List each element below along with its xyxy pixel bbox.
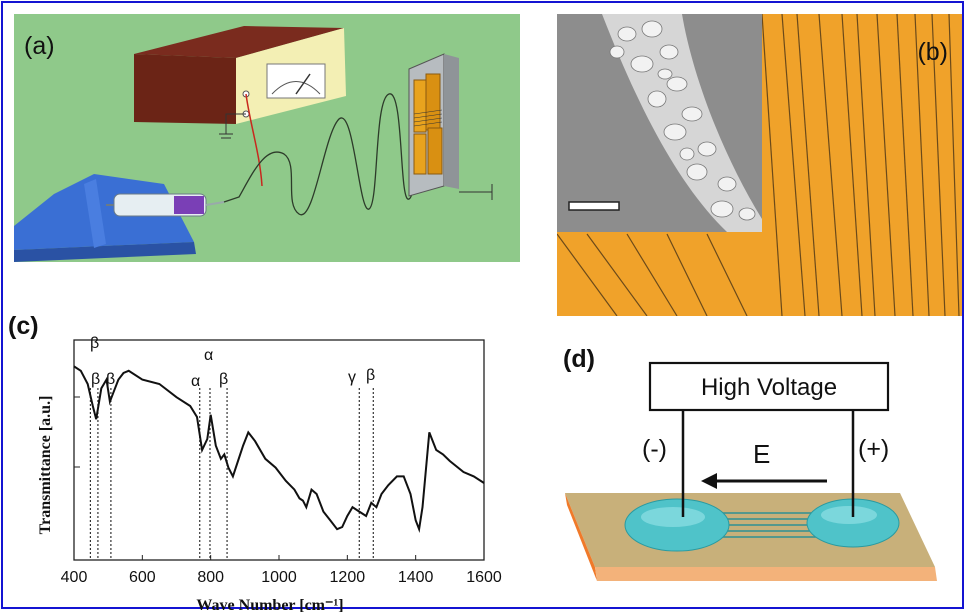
pump-platform — [14, 174, 194, 250]
peak-label-alpha: α — [204, 347, 213, 364]
field-arrowhead — [701, 473, 717, 489]
panel-b-aligned-fibers: (b) — [557, 14, 962, 316]
high-voltage-label: High Voltage — [701, 374, 837, 401]
peak-label-beta: β — [366, 367, 375, 384]
high-voltage-box — [648, 361, 890, 412]
panel-d-schematic: (d) High Voltage (-) (+) E — [555, 345, 969, 612]
panel-a-label: (a) — [24, 32, 55, 60]
peak-label-alpha: α — [191, 373, 200, 390]
x-axis-label: Wave Number [cm⁻¹] — [196, 597, 343, 612]
scale-bar — [568, 201, 620, 211]
sem-fiber — [602, 14, 762, 232]
plot-frame — [73, 339, 485, 561]
x-tick-label: 800 — [197, 569, 224, 586]
panel-b-label: (b) — [917, 38, 948, 66]
peak-label-gamma: γ — [348, 369, 356, 386]
setup-illustration — [14, 26, 493, 262]
power-supply-side — [134, 54, 236, 124]
power-supply-top — [134, 26, 344, 58]
x-axis-ticks: 400 600 800 1000 1200 1400 1600 — [61, 555, 502, 586]
polymer-jet-spiral — [223, 93, 420, 216]
x-tick-label: 400 — [61, 569, 88, 586]
panel-c-label: (c) — [8, 312, 39, 340]
x-tick-label: 600 — [129, 569, 156, 586]
x-tick-label: 1000 — [261, 569, 297, 586]
y-axis-label: Transmittance [a.u.] — [37, 396, 54, 535]
panel-a-electrospinning-setup: (a) — [14, 14, 520, 262]
peak-label-beta: β — [219, 371, 228, 388]
substrate-front — [595, 567, 937, 581]
x-tick-label: 1200 — [330, 569, 366, 586]
peak-label-beta: β — [90, 335, 99, 352]
substrate-side — [565, 493, 597, 581]
positive-terminal-label: (+) — [858, 435, 889, 463]
red-wire — [245, 93, 263, 187]
needle — [205, 201, 225, 206]
panel-d-label: (d) — [563, 345, 595, 373]
peak-label-beta: β — [106, 371, 115, 388]
aligned-fibers — [557, 14, 960, 316]
electrode-schematic: High Voltage (-) (+) E — [565, 361, 937, 581]
x-tick-label: 1600 — [466, 569, 502, 586]
field-label: E — [753, 439, 770, 469]
negative-terminal-label: (-) — [642, 435, 667, 463]
peak-marker-lines — [89, 388, 374, 560]
x-tick-label: 1400 — [398, 569, 434, 586]
peak-label-beta: β — [91, 371, 100, 388]
transmittance-curve — [73, 365, 485, 534]
fiber-micrograph — [557, 14, 962, 316]
